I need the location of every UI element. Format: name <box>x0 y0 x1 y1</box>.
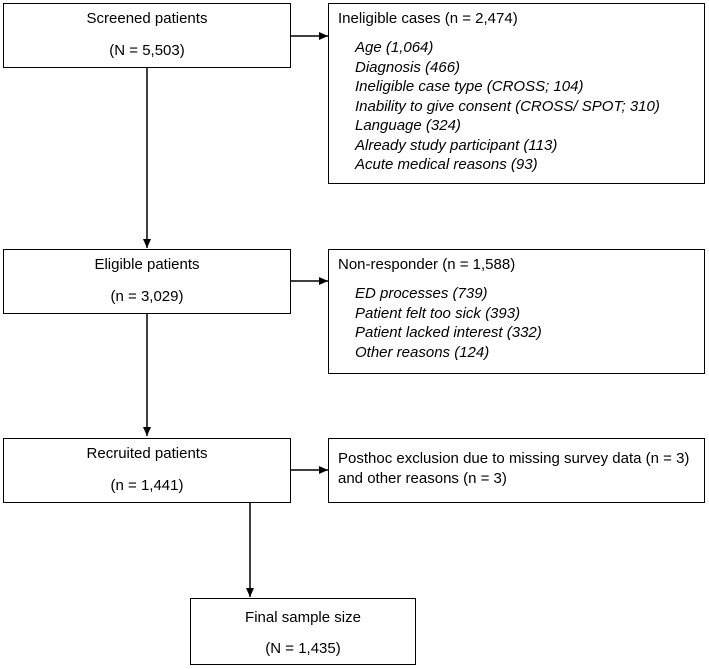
eligible-patients-box: Eligible patients (n = 3,029) <box>3 249 291 314</box>
list-item: Acute medical reasons (93) <box>355 156 538 173</box>
screened-patients-count: (N = 5,503) <box>109 42 185 59</box>
final-sample-size-count: (N = 1,435) <box>265 640 341 657</box>
eligible-patients-title: Eligible patients <box>94 256 200 273</box>
posthoc-exclusion-text: Posthoc exclusion due to missing survey … <box>338 450 690 487</box>
list-item: Patient lacked interest (332) <box>355 324 542 341</box>
list-item: Patient felt too sick (393) <box>355 304 521 322</box>
final-sample-size-title: Final sample size <box>245 609 361 626</box>
list-item: Diagnosis (466) <box>355 58 461 76</box>
list-item: Inability to give consent (CROSS/ SPOT; … <box>355 97 660 115</box>
non-responder-title: Non-responder (n = 1,588) <box>338 256 516 273</box>
list-item: Other reasons (124) <box>355 343 490 361</box>
screened-patients-box: Screened patients (N = 5,503) <box>3 3 291 68</box>
non-responder-reasons-list: ED processes (739) Patient felt too sick… <box>338 284 696 362</box>
recruited-patients-box: Recruited patients (n = 1,441) <box>3 438 291 503</box>
list-item: Age (1,064) <box>355 39 434 56</box>
posthoc-exclusion-box: Posthoc exclusion due to missing survey … <box>328 438 705 503</box>
recruited-patients-count: (n = 1,441) <box>110 477 184 494</box>
list-item: Language (324) <box>355 117 461 134</box>
ineligible-cases-title: Ineligible cases (n = 2,474) <box>338 10 518 27</box>
eligible-patients-count: (n = 3,029) <box>110 288 184 305</box>
ineligible-reasons-list: Age (1,064) Diagnosis (466) Ineligible c… <box>338 38 696 175</box>
list-item: ED processes (739) <box>355 285 488 302</box>
recruited-patients-title: Recruited patients <box>86 445 208 462</box>
final-sample-size-box: Final sample size (N = 1,435) <box>190 598 416 665</box>
list-item: Already study participant (113) <box>355 136 558 154</box>
screened-patients-title: Screened patients <box>86 10 208 27</box>
list-item: Ineligible case type (CROSS; 104) <box>355 78 584 95</box>
non-responder-box: Non-responder (n = 1,588) ED processes (… <box>328 249 705 374</box>
ineligible-cases-box: Ineligible cases (n = 2,474) Age (1,064)… <box>328 3 705 184</box>
